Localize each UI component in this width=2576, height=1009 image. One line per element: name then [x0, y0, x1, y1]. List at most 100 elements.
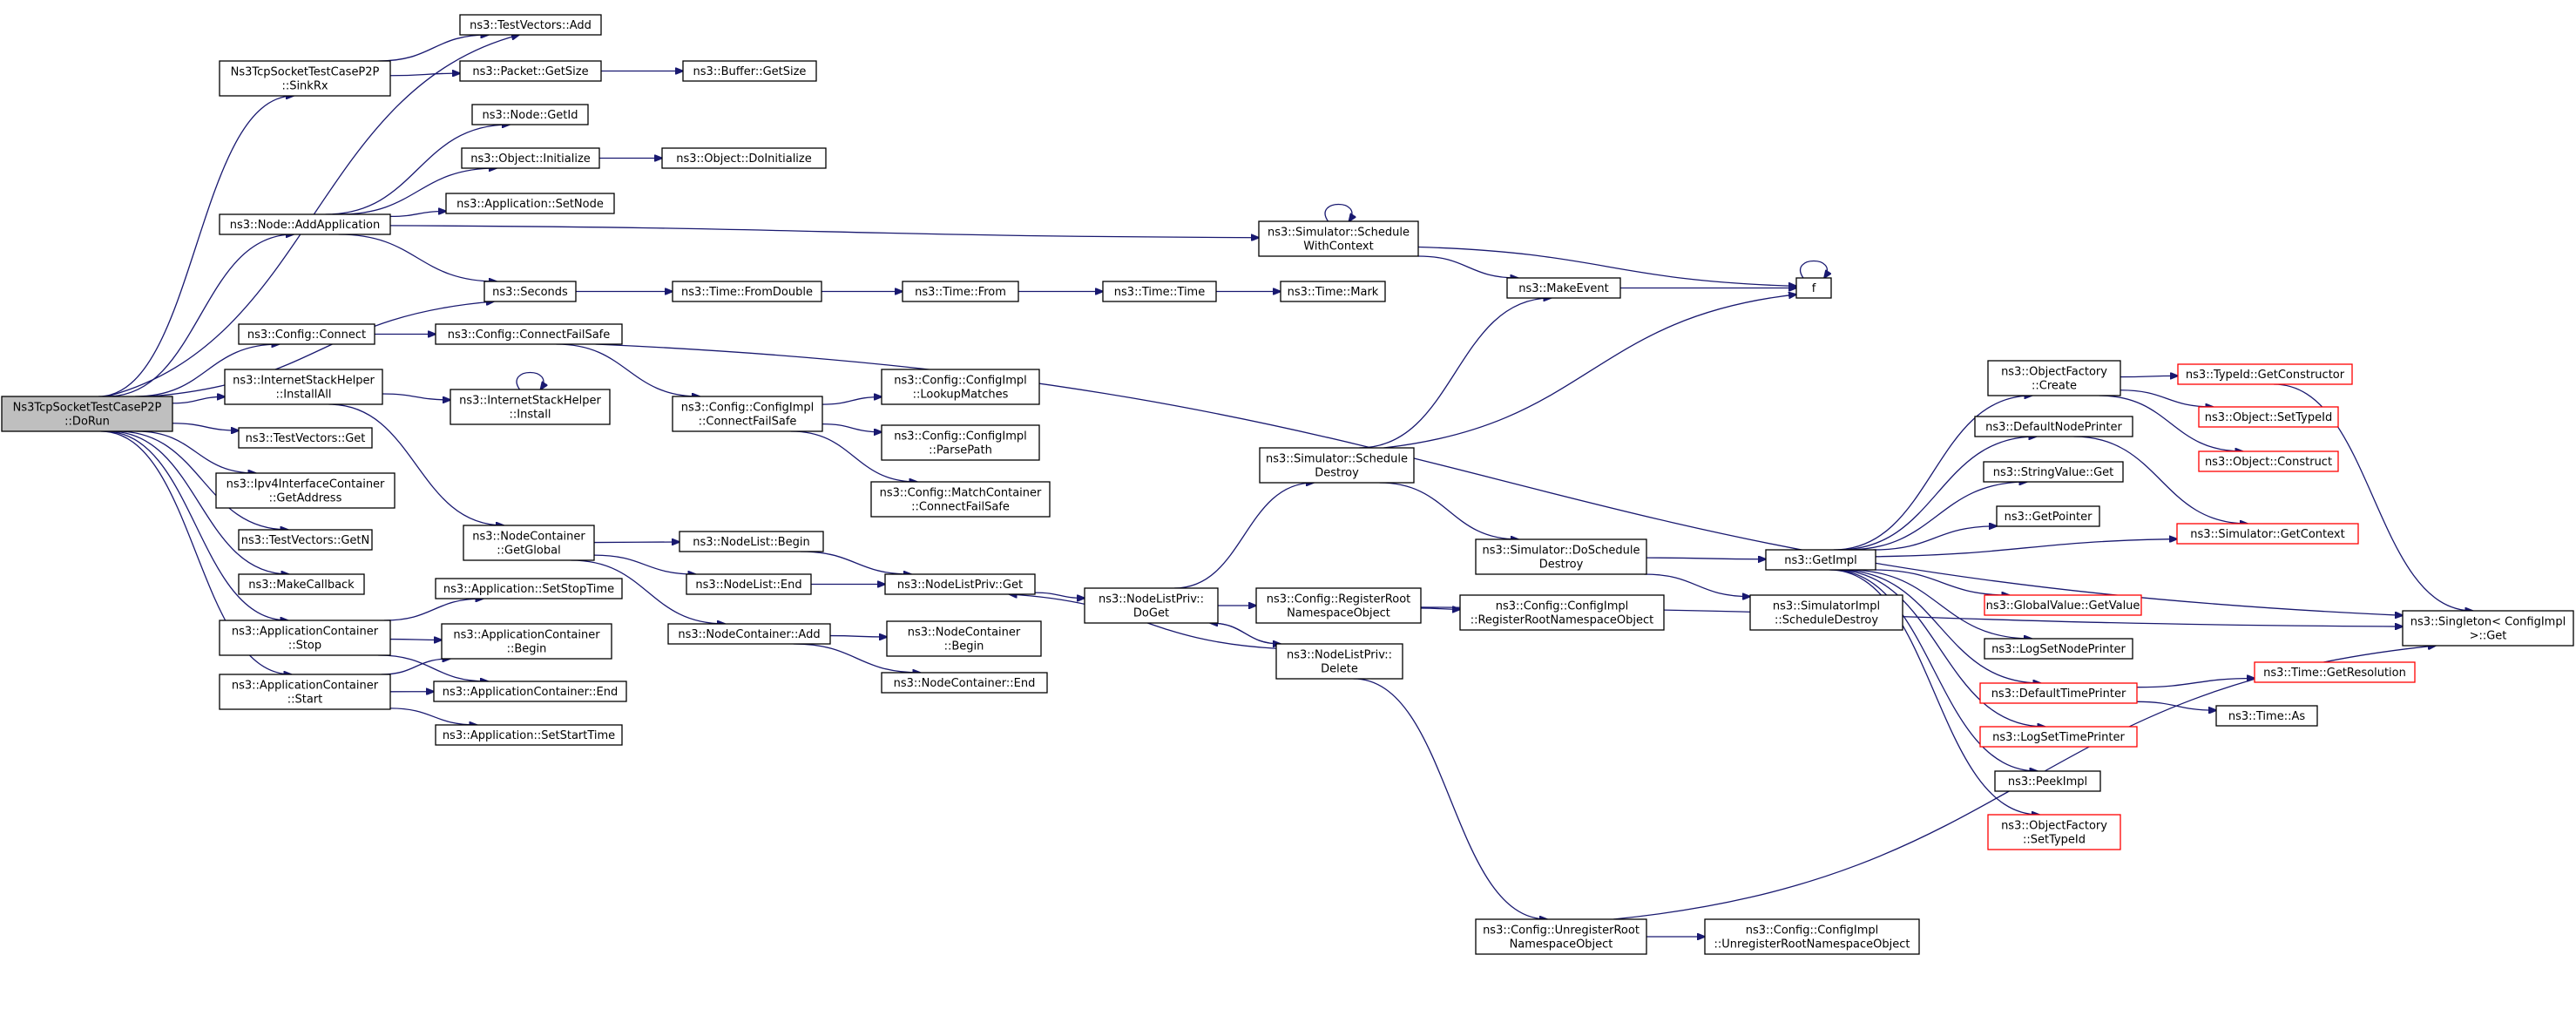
node-box: [667, 623, 831, 645]
node-objinit[interactable]: ns3::Object::Initialize: [461, 147, 600, 169]
node-box: [219, 674, 391, 710]
edge-root-to-ipv4getaddr: [136, 430, 256, 473]
node-globalvalget[interactable]: ns3::GlobalValue::GetValue: [1984, 594, 2142, 616]
node-nodeaddapp[interactable]: ns3::Node::AddApplication: [219, 213, 391, 235]
node-cfgunregroot[interactable]: ns3::Config::UnregisterRootNamespaceObje…: [1475, 918, 1647, 955]
node-cfgimplconnectfs[interactable]: ns3::Config::ConfigImpl::ConnectFailSafe: [672, 396, 823, 432]
node-label: ns3::ObjectFactory: [2001, 820, 2107, 833]
node-appsetstop[interactable]: ns3::Application::SetStopTime: [435, 578, 623, 599]
node-deftimeprinter[interactable]: ns3::DefaultTimePrinter: [1979, 682, 2138, 704]
edge-deftimeprinter-to-timegetres: [2136, 678, 2255, 688]
node-nlprivdelete[interactable]: ns3::NodeListPriv::Delete: [1275, 643, 1403, 680]
node-label: ns3::LogSetTimePrinter: [1992, 731, 2125, 744]
node-label: ns3::Time::GetResolution: [2263, 667, 2406, 680]
node-timetime[interactable]: ns3::Time::Time: [1102, 281, 1217, 302]
node-label: NamespaceObject: [1510, 938, 1613, 951]
node-box: [1749, 594, 1903, 631]
node-nlend[interactable]: ns3::NodeList::End: [686, 573, 812, 595]
node-objsettypeid[interactable]: ns3::Object::SetTypeId: [2198, 406, 2339, 428]
node-nodegetid[interactable]: ns3::Node::GetId: [471, 104, 589, 125]
node-box: [686, 573, 812, 595]
node-tvadd[interactable]: ns3::TestVectors::Add: [459, 14, 602, 36]
node-nodecontadd[interactable]: ns3::NodeContainer::Add: [667, 623, 831, 645]
node-root[interactable]: Ns3TcpSocketTestCaseP2P::DoRun: [1, 396, 173, 432]
node-label: ns3::GetImpl: [1784, 554, 1857, 567]
node-cfgconnectfs[interactable]: ns3::Config::ConnectFailSafe: [435, 323, 623, 345]
node-peekimpl[interactable]: ns3::PeekImpl: [1994, 770, 2101, 792]
node-ipv4getaddr[interactable]: ns3::Ipv4InterfaceContainer::GetAddress: [215, 472, 396, 509]
node-getpointer[interactable]: ns3::GetPointer: [1996, 505, 2100, 527]
node-logsetnode[interactable]: ns3::LogSetNodePrinter: [1984, 638, 2133, 660]
node-cfgimplunregroot[interactable]: ns3::Config::ConfigImpl::UnregisterRootN…: [1704, 918, 1920, 955]
node-tvget[interactable]: ns3::TestVectors::Get: [238, 427, 373, 449]
node-defnodeprinter[interactable]: ns3::DefaultNodePrinter: [1974, 416, 2133, 437]
node-tvgetn[interactable]: ns3::TestVectors::GetN: [238, 529, 373, 551]
node-label: ::ScheduleDestroy: [1775, 614, 1878, 627]
node-seconds[interactable]: ns3::Seconds: [483, 281, 577, 302]
node-label: ns3::Config::ConfigImpl: [1496, 600, 1629, 613]
node-cfgimpllookup[interactable]: ns3::Config::ConfigImpl::LookupMatches: [881, 369, 1040, 405]
node-cfgimplregroot[interactable]: ns3::Config::ConfigImpl::RegisterRootNam…: [1459, 594, 1665, 631]
node-label: ns3::Config::ConfigImpl: [894, 375, 1027, 388]
node-box: [1979, 726, 2138, 748]
node-simimplsched[interactable]: ns3::SimulatorImpl::ScheduleDestroy: [1749, 594, 1903, 631]
node-f[interactable]: f: [1795, 277, 1832, 299]
node-singletonget[interactable]: ns3::Singleton< ConfigImpl >::Get: [2402, 610, 2574, 647]
node-timeas[interactable]: ns3::Time::As: [2215, 705, 2318, 727]
node-cfgconnect[interactable]: ns3::Config::Connect: [238, 323, 375, 345]
node-makecallback[interactable]: ns3::MakeCallback: [238, 573, 365, 595]
node-appsetstart[interactable]: ns3::Application::SetStartTime: [435, 724, 623, 746]
node-typeidgetctor[interactable]: ns3::TypeId::GetConstructor: [2177, 363, 2353, 385]
node-cfgregroot[interactable]: ns3::Config::RegisterRootNamespaceObject: [1255, 587, 1422, 624]
node-timefromdouble[interactable]: ns3::Time::FromDouble: [672, 281, 822, 302]
node-label: ns3::ObjectFactory: [2001, 366, 2107, 379]
node-simschedestroy[interactable]: ns3::Simulator::ScheduleDestroy: [1259, 447, 1415, 484]
node-appcontstart[interactable]: ns3::ApplicationContainer::Start: [219, 674, 391, 710]
edge-root-to-tvget: [172, 423, 239, 430]
edge-simschedctx-to-simschedctx: [1324, 203, 1352, 222]
node-objconstruct[interactable]: ns3::Object::Construct: [2198, 450, 2339, 472]
node-label: ns3::Config::UnregisterRoot: [1483, 924, 1640, 938]
node-appsetnode[interactable]: ns3::Application::SetNode: [445, 193, 615, 214]
node-objfactsettypeid[interactable]: ns3::ObjectFactory::SetTypeId: [1987, 814, 2121, 850]
node-logsettime[interactable]: ns3::LogSetTimePrinter: [1979, 726, 2138, 748]
node-bufsize[interactable]: ns3::Buffer::GetSize: [682, 60, 817, 82]
node-box: [679, 531, 824, 552]
node-ishinstallall[interactable]: ns3::InternetStackHelper::InstallAll: [224, 369, 383, 405]
node-box: [483, 281, 577, 302]
node-nlprivget[interactable]: ns3::NodeListPriv::Get: [884, 573, 1036, 595]
node-nlprivdoget[interactable]: ns3::NodeListPriv::DoGet: [1084, 587, 1219, 624]
node-objfactcreate[interactable]: ns3::ObjectFactory::Create: [1987, 360, 2121, 396]
node-cfgimplparse[interactable]: ns3::Config::ConfigImpl::ParsePath: [881, 424, 1040, 461]
edge-nodecontadd-to-nodecontend: [793, 643, 921, 673]
node-box: [2177, 363, 2353, 385]
node-appcontend[interactable]: ns3::ApplicationContainer::End: [433, 681, 627, 702]
node-getimpl[interactable]: ns3::GetImpl: [1765, 549, 1876, 571]
edge-root-to-ishinstallall: [172, 396, 225, 404]
node-appcontbegin[interactable]: ns3::ApplicationContainer::Begin: [441, 623, 612, 660]
node-box: [435, 323, 623, 345]
node-nodecontglobal[interactable]: ns3::NodeContainer::GetGlobal: [463, 525, 595, 561]
node-simgetctx[interactable]: ns3::Simulator::GetContext: [2176, 523, 2359, 545]
node-sinkrx[interactable]: Ns3TcpSocketTestCaseP2P::SinkRx: [219, 60, 391, 97]
node-objdoinit[interactable]: ns3::Object::DoInitialize: [661, 147, 827, 169]
node-ishinstall[interactable]: ns3::InternetStackHelper::Install: [450, 389, 611, 425]
node-appcontstop[interactable]: ns3::ApplicationContainer::Stop: [219, 620, 391, 656]
node-label: ns3::Singleton< ConfigImpl: [2410, 616, 2566, 629]
node-nlbegin[interactable]: ns3::NodeList::Begin: [679, 531, 824, 552]
node-matchcontfs[interactable]: ns3::Config::MatchContainer::ConnectFail…: [870, 481, 1051, 518]
node-pktsize[interactable]: ns3::Packet::GetSize: [459, 60, 602, 82]
node-box: [1280, 281, 1386, 302]
node-nodecontbegin[interactable]: ns3::NodeContainer::Begin: [886, 620, 1042, 657]
node-nodecontend[interactable]: ns3::NodeContainer::End: [881, 672, 1048, 694]
node-timemark[interactable]: ns3::Time::Mark: [1280, 281, 1386, 302]
node-label: ns3::NodeContainer: [472, 531, 585, 544]
node-box: [2402, 610, 2574, 647]
node-timegetres[interactable]: ns3::Time::GetResolution: [2254, 661, 2416, 683]
node-timefrom[interactable]: ns3::Time::From: [902, 281, 1019, 302]
node-strvalget[interactable]: ns3::StringValue::Get: [1983, 461, 2124, 483]
node-label: ns3::Application::SetNode: [456, 198, 604, 211]
node-makeevent[interactable]: ns3::MakeEvent: [1506, 277, 1621, 299]
